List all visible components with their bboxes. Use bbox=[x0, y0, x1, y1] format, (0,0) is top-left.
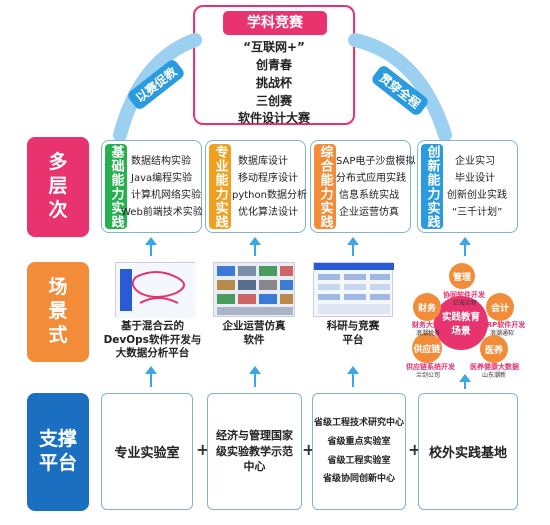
arrow-shaft bbox=[254, 373, 256, 387]
support-box-provincial: 省级工程技术研究中心 省级重点实验室 省级工程实验室 省级协同创新中心 bbox=[312, 393, 406, 510]
practice-node-org: 浪潮通软 bbox=[490, 330, 515, 337]
practice-node-sub: 医养健康大数据 bbox=[470, 363, 519, 371]
arrow-shaft bbox=[464, 244, 466, 256]
practice-node-management: 管理 bbox=[449, 263, 475, 289]
level-item: Web前端技术实验 bbox=[121, 207, 203, 218]
provincial-item: 省级重点实验室 bbox=[327, 436, 391, 447]
practice-node-healthcare: 医养 bbox=[480, 335, 508, 363]
practice-center-hub: 实践教育 场景 bbox=[434, 296, 488, 350]
arrow-up bbox=[347, 366, 359, 374]
simulation-software-screenshot bbox=[213, 262, 295, 317]
arrow-up bbox=[459, 374, 471, 382]
practice-node-org: 浪潮税务 bbox=[416, 330, 441, 337]
competition-item: 软件设计大赛 bbox=[237, 111, 310, 125]
practice-node-finance: 财务 bbox=[413, 293, 441, 321]
side-label-levels: 多层次 bbox=[27, 137, 89, 237]
level-item: 信息系统实战 bbox=[339, 190, 399, 201]
level-tag-innovation: 创新能力实践 bbox=[421, 144, 443, 229]
level-tag-professional: 专业能力实践 bbox=[209, 144, 231, 229]
arrow-up bbox=[145, 237, 157, 245]
level-item: python数据分析 bbox=[232, 190, 307, 201]
level-item: Java编程实验 bbox=[131, 173, 193, 184]
arrow-shaft bbox=[352, 244, 354, 256]
support-box-lab: 专业实验室 bbox=[101, 393, 193, 510]
practice-node-supply-chain: 供应链 bbox=[412, 333, 442, 363]
practice-node-org: 山东潮新 bbox=[482, 372, 507, 379]
arrow-shaft bbox=[150, 373, 152, 387]
arrow-shaft bbox=[352, 373, 354, 387]
competition-item: 创青春 bbox=[255, 58, 292, 72]
provincial-item: 省级协同创新中心 bbox=[322, 474, 395, 485]
practice-node-sub: 财务大数据 bbox=[412, 321, 447, 329]
competition-title: 学科竞赛 bbox=[223, 11, 327, 35]
arrow-shaft bbox=[254, 244, 256, 256]
support-box-external-base: 校外实践基地 bbox=[418, 393, 518, 510]
scene-label-simulation: 企业运营仿真 软件 bbox=[222, 320, 286, 346]
level-item: 移动程序设计 bbox=[238, 173, 298, 184]
level-item: 毕业设计 bbox=[455, 173, 495, 184]
level-item: 企业实习 bbox=[455, 156, 495, 167]
practice-node-sub: 供应链系统开发 bbox=[406, 363, 455, 371]
practice-node-sub: 协同软件开发 bbox=[443, 291, 485, 299]
arrow-shaft bbox=[150, 244, 152, 256]
arrow-up bbox=[249, 237, 261, 245]
practice-node-org: 亿海兰特 bbox=[453, 300, 478, 307]
level-item: 数据库设计 bbox=[238, 156, 288, 167]
arrow-up bbox=[459, 237, 471, 245]
level-item: 创新创业实践 bbox=[447, 190, 507, 201]
level-item: 分布式应用实践 bbox=[336, 173, 406, 184]
level-item: 优化算法设计 bbox=[238, 207, 298, 218]
arrow-up bbox=[145, 366, 157, 374]
level-tag-comprehensive: 综合能力实践 bbox=[314, 144, 336, 229]
practice-node-org: 兰剑公司 bbox=[416, 372, 441, 379]
arrow-up bbox=[249, 366, 261, 374]
level-item: 企业运营仿真 bbox=[339, 207, 399, 218]
competition-item: “互联网+” bbox=[243, 40, 305, 54]
arrow-up bbox=[347, 237, 359, 245]
side-label-support: 支撑平台 bbox=[27, 393, 89, 511]
devops-platform-screenshot bbox=[115, 262, 196, 318]
provincial-item: 省级工程实验室 bbox=[327, 455, 391, 466]
competition-item: 三创赛 bbox=[255, 94, 292, 108]
plus-sign: + bbox=[196, 440, 210, 459]
practice-node-accounting: 会计 bbox=[486, 293, 514, 321]
provincial-item: 省级工程技术研究中心 bbox=[313, 417, 404, 428]
level-item: 计算机网络实验 bbox=[131, 190, 201, 201]
level-tag-basic: 基础能力实践 bbox=[105, 144, 127, 229]
level-item: SAP电子沙盘模拟 bbox=[336, 156, 416, 167]
scene-label-research: 科研与竞赛 平台 bbox=[326, 320, 380, 346]
practice-node-sub: ERP软件开发 bbox=[482, 321, 526, 329]
level-item: “三千计划” bbox=[452, 207, 503, 218]
scene-label-devops: 基于混合云的 DevOps软件开发与 大数据分析平台 bbox=[103, 320, 202, 360]
competition-item: 挑战杯 bbox=[255, 76, 292, 90]
arrow-shaft bbox=[464, 381, 466, 389]
support-box-national-center: 经济与管理国家 级实验教学示范 中心 bbox=[207, 393, 302, 510]
research-platform-screenshot bbox=[313, 262, 394, 317]
level-item: 数据结构实验 bbox=[131, 156, 191, 167]
side-label-scenes: 场景式 bbox=[27, 262, 89, 362]
